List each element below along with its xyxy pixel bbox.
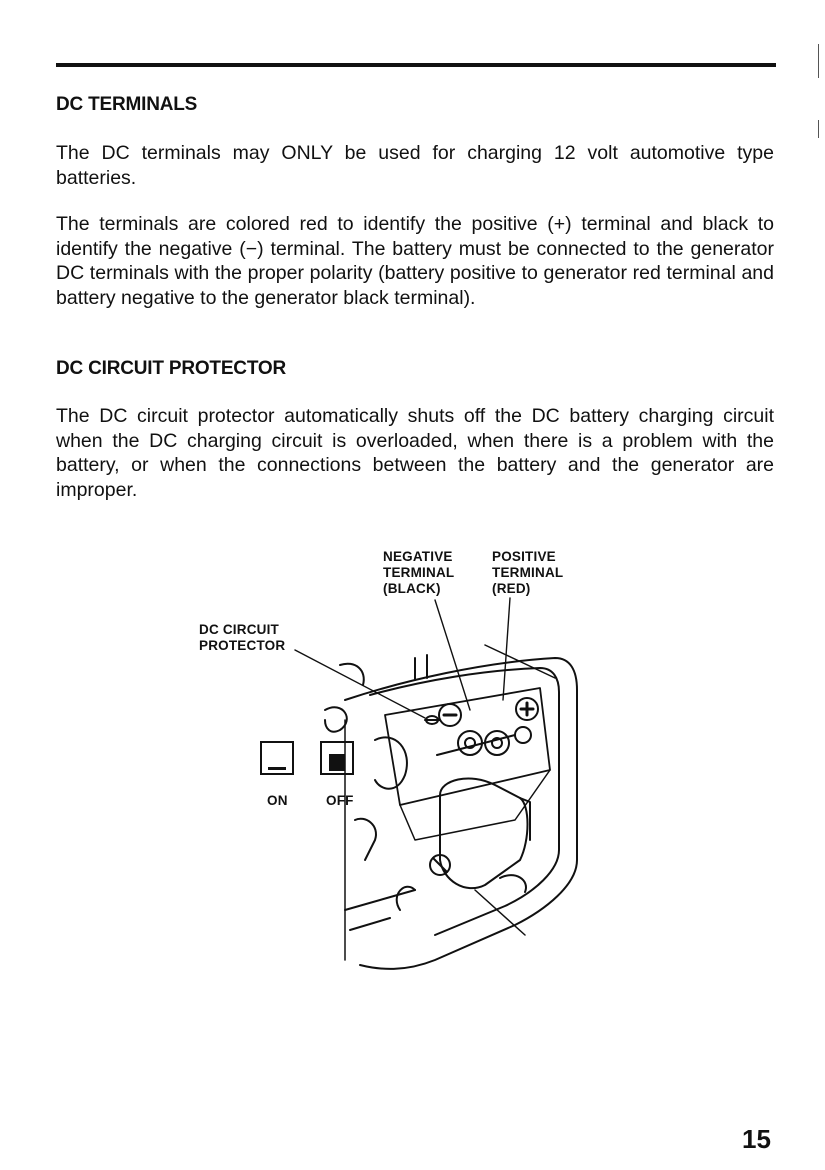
generator-dc-panel-figure: NEGATIVE TERMINAL (BLACK) POSITIVE TERMI… [185, 540, 590, 980]
generator-line-drawing [294, 597, 578, 970]
section-heading-dc-circuit-protector: DC CIRCUIT PROTECTOR [56, 358, 286, 379]
paragraph-dc-circuit-protector: The DC circuit protector automatically s… [56, 405, 774, 501]
label-off: OFF [326, 793, 354, 808]
label-on: ON [267, 793, 288, 808]
switch-off-icon [320, 741, 354, 775]
top-rule [56, 63, 776, 67]
label-positive-terminal: POSITIVE TERMINAL (RED) [492, 549, 564, 596]
label-dc-circuit-protector: DC CIRCUIT PROTECTOR [199, 622, 286, 653]
paragraph-dc-terminals-usage: The DC terminals may ONLY be used for ch… [56, 142, 774, 189]
section-heading-dc-terminals: DC TERMINALS [56, 94, 198, 115]
switch-on-icon [260, 741, 294, 775]
paragraph-terminal-polarity: The terminals are colored red to identif… [56, 213, 774, 309]
label-negative-terminal: NEGATIVE TERMINAL (BLACK) [383, 549, 455, 596]
page-number: 15 [742, 1124, 771, 1154]
edge-mark [818, 44, 819, 78]
edge-mark [818, 120, 819, 138]
